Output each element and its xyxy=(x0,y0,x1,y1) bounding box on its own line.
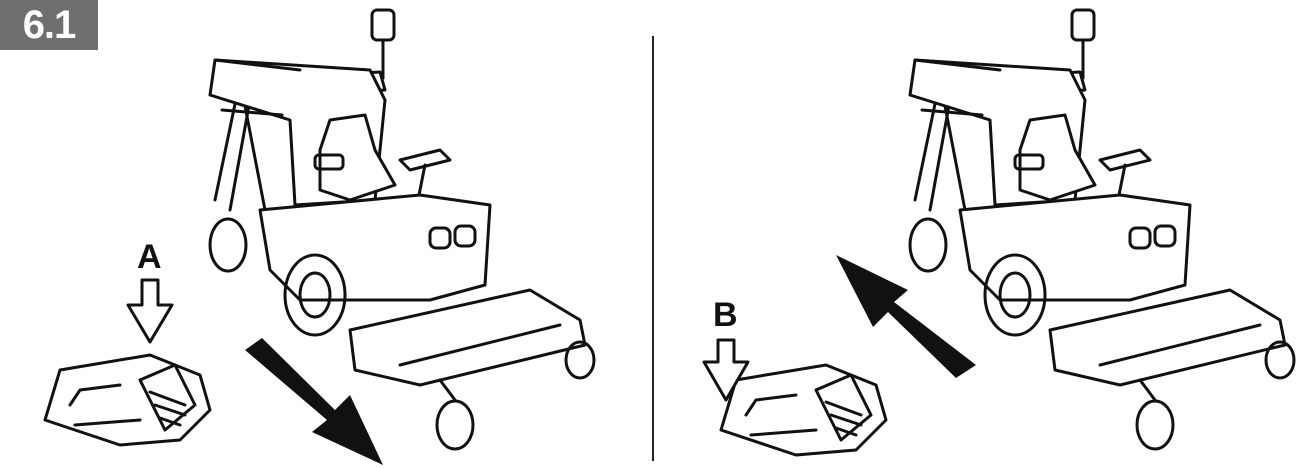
pedal-label-a: A xyxy=(137,238,162,276)
beacon-light-icon xyxy=(370,8,396,42)
arrow-up-left-icon xyxy=(836,255,976,378)
press-down-arrow-icon xyxy=(126,278,174,344)
mower-illustration-right xyxy=(702,8,1296,457)
arrow-down-right-icon xyxy=(245,338,383,465)
panel-forward: A xyxy=(0,0,650,468)
panel-divider xyxy=(652,36,654,461)
panel-reverse: B xyxy=(656,0,1309,468)
figure-number-badge: 6.1 xyxy=(0,0,98,50)
press-down-arrow-icon xyxy=(702,338,750,402)
beacon-light-icon xyxy=(1070,8,1096,42)
pedal-label-b: B xyxy=(713,296,738,334)
mower-illustration-left xyxy=(43,8,596,465)
